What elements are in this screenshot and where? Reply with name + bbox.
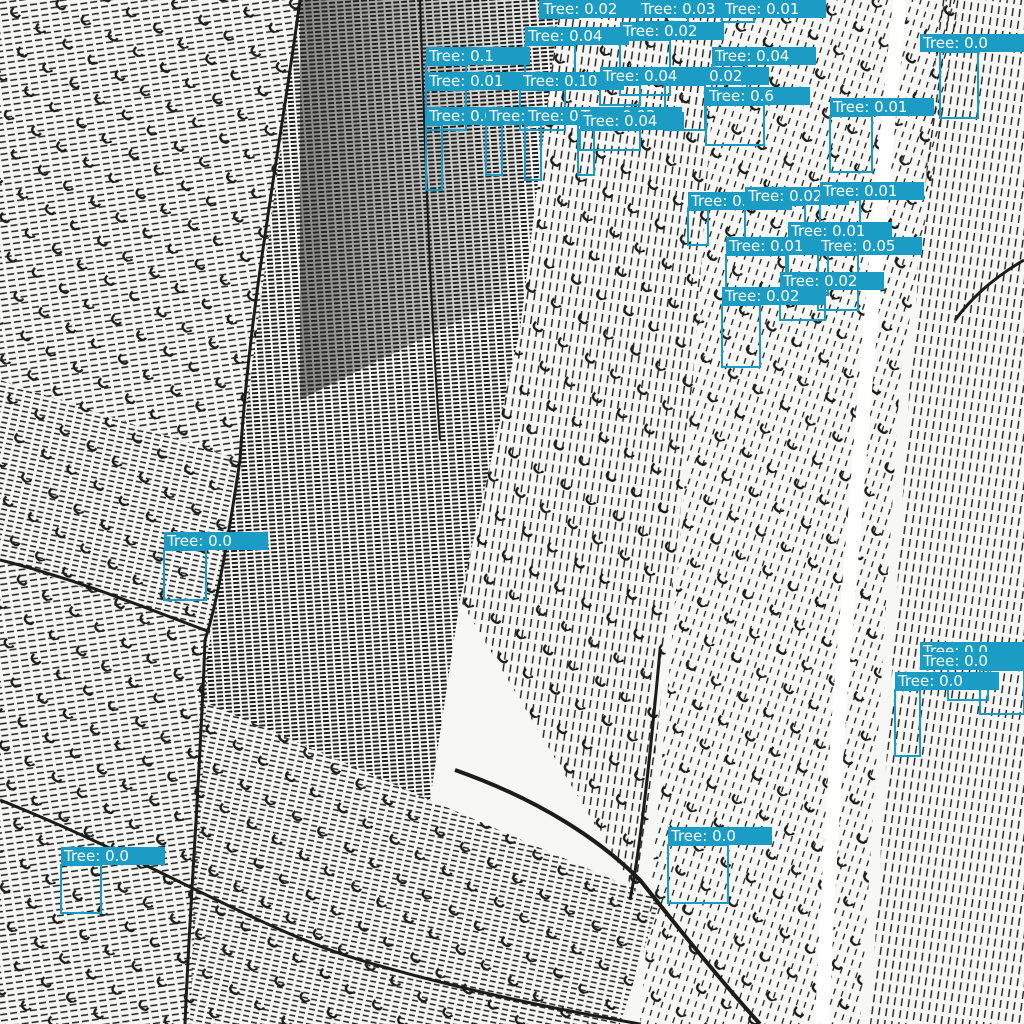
detection-label: Tree: 0.0: [922, 34, 988, 52]
detection-label-bg: [580, 112, 684, 130]
detection-label: Tree: 0.02: [747, 187, 822, 205]
detection-label: Tree: 0.01: [728, 237, 803, 255]
tree-detection: Tree: 0.01: [725, 237, 830, 291]
detection-label-bg: [820, 182, 924, 200]
detection-label: Tree: 0.04: [582, 112, 657, 130]
detection-label: Tree: 0.03: [428, 107, 503, 125]
detection-label: Tree: 0.02: [724, 287, 799, 305]
detection-box: [894, 689, 921, 757]
tree-detection: Tree: 0.0: [894, 672, 999, 757]
tree-detection: Tree: 0.0: [920, 652, 1024, 715]
detection-label: Tree: 0.0: [670, 827, 736, 845]
detection-label: Tree: 0.10: [522, 72, 597, 90]
detection-label: Tree: 0.01: [428, 72, 503, 90]
detection-label-bg: [426, 47, 530, 65]
tree-detection: Tree: 0.01: [829, 98, 934, 173]
detection-label: Tree: 0.0: [897, 672, 963, 690]
detection-label-bg: [712, 47, 816, 65]
detection-box: [667, 844, 729, 904]
detection-label: Tree: 0.02: [782, 272, 857, 290]
tree-detection: Tree: 0.01: [819, 182, 924, 246]
detection-box: [425, 124, 443, 191]
detection-label-bg: [895, 672, 999, 690]
detection-label-bg: [426, 72, 530, 90]
detection-label-bg: [668, 827, 772, 845]
detection-box: [721, 304, 761, 368]
detection-box: [524, 124, 542, 181]
detection-label-bg: [706, 87, 810, 105]
tree-detection: Tree: 0.02: [539, 0, 644, 19]
detection-label: Tree: 0.1: [428, 47, 494, 65]
tree-detection: Tree: 0.03: [637, 0, 742, 23]
detection-label: Tree: 0.0: [166, 532, 232, 550]
detection-box: [60, 864, 102, 914]
tree-detection: Tree: 0.02: [619, 22, 724, 96]
detection-label-bg: [722, 287, 826, 305]
detection-box: [829, 115, 873, 173]
detection-box: [485, 124, 503, 176]
detection-label: Tree: 0.04: [714, 47, 789, 65]
detection-label-bg: [525, 27, 629, 45]
detection-label-bg: [520, 72, 624, 90]
detection-label: Tree: 0.02: [622, 22, 697, 40]
tree-detection: Tree: 0.0: [667, 827, 772, 904]
detection-label: Tree: 0.03: [640, 0, 715, 18]
detection-label-bg: [600, 67, 704, 85]
detection-box: [163, 549, 207, 601]
detection-label: Tree: 0.04: [527, 27, 602, 45]
detection-label-bg: [920, 652, 1024, 670]
detection-label-bg: [540, 0, 644, 18]
tree-detection: Tree: 0.01: [425, 72, 530, 131]
detection-label: Tree: 0.04: [602, 67, 677, 85]
tree-detection: Tree: 0.6: [705, 87, 810, 146]
detection-label-bg: [818, 237, 922, 255]
detection-label-bg: [61, 847, 165, 865]
detection-label-bg: [726, 237, 830, 255]
detection-box: [579, 129, 641, 151]
detection-label-bg: [830, 98, 934, 116]
detection-label-bg: [788, 222, 892, 240]
detection-label: Tree: 0.01: [822, 182, 897, 200]
tree-detection: Tree: 0.01: [787, 222, 892, 296]
detection-label: Tree: 0.0: [63, 847, 129, 865]
detection-label: Tree: 0.0: [922, 652, 988, 670]
tree-detection: Tree: 0.0: [920, 34, 1024, 119]
detection-box: [725, 254, 787, 291]
tree-detection: Tree: 0.04: [579, 112, 684, 151]
detection-label: Tree: 0.02: [542, 0, 617, 18]
detection-label-bg: [920, 34, 1024, 52]
detection-label-bg: [780, 272, 884, 290]
tree-detection: Tree: 0.0: [60, 847, 165, 914]
detection-box: [939, 51, 979, 119]
tree-detection: Tree: 0.0: [163, 532, 268, 601]
detection-label: Tree: 0.01: [724, 0, 799, 18]
detection-label-bg: [638, 0, 742, 18]
detection-label-bg: [620, 22, 724, 40]
detection-box: [705, 104, 765, 146]
detection-label: Tree: 0.6: [708, 87, 774, 105]
detection-label: Tree: 0.01: [832, 98, 907, 116]
detection-box: [687, 209, 709, 246]
tree-detection: Tree: 0.04: [599, 67, 704, 106]
detection-label-bg: [722, 0, 826, 18]
tree-detection: Tree: 0.01: [721, 0, 826, 23]
detection-label: Tree: 0.01: [790, 222, 865, 240]
detection-label: Tree: 0.05: [820, 237, 895, 255]
tree-detection: Tree: 0.02: [721, 287, 826, 368]
detection-label-bg: [164, 532, 268, 550]
